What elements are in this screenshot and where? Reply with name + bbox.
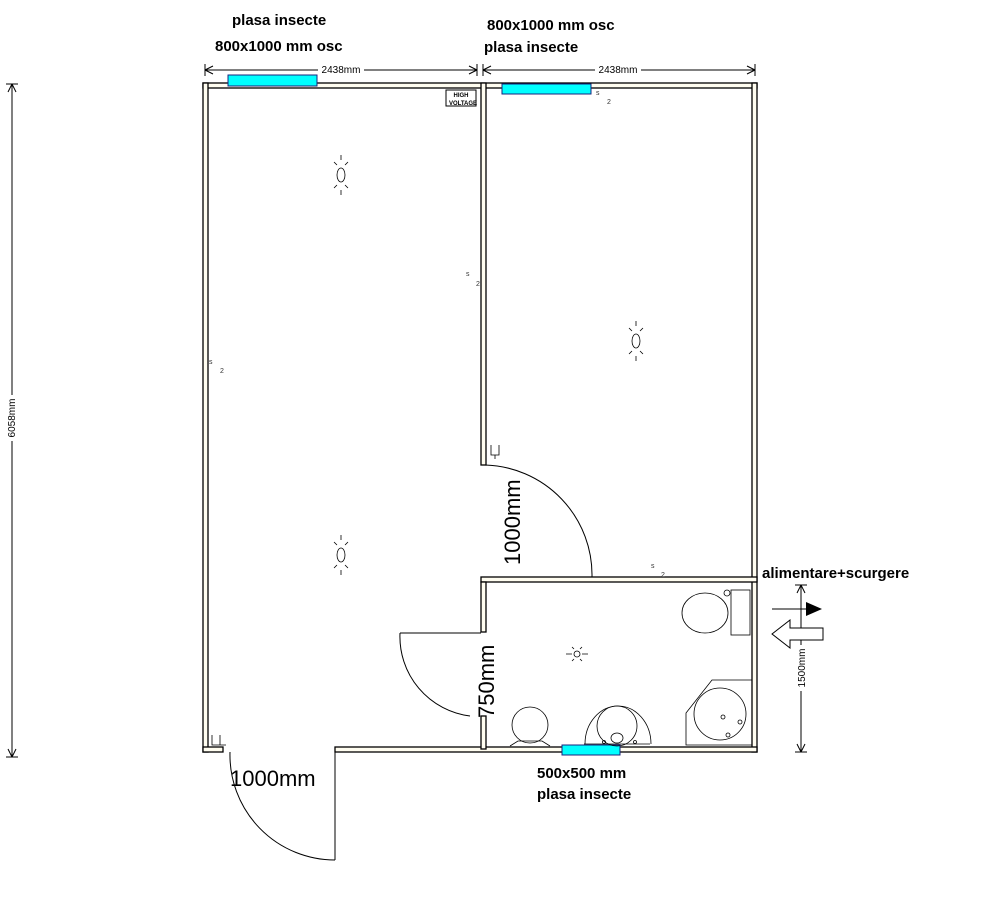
- dimension-top-left: 2438mm: [204, 63, 478, 76]
- svg-text:s: s: [466, 271, 470, 278]
- dimension-top-right: 2438mm: [482, 63, 756, 76]
- light-icon: [628, 321, 644, 361]
- svg-text:s: s: [651, 563, 655, 570]
- svg-text:2438mm: 2438mm: [599, 65, 638, 76]
- window-top-right-label-2: plasa insecte: [484, 39, 578, 56]
- bathroom-door: 750mm: [399, 632, 499, 718]
- svg-text:2: 2: [661, 572, 665, 579]
- light-icon: [333, 535, 349, 575]
- socket-mark: s2: [209, 359, 224, 375]
- window-bathroom-label-2: plasa insecte: [537, 786, 631, 803]
- svg-text:s: s: [596, 90, 600, 97]
- svg-text:s: s: [209, 359, 213, 366]
- window-bathroom: [561, 744, 621, 756]
- dimension-total-length: 6058mm: [5, 83, 19, 758]
- socket-mark: s2: [596, 90, 611, 106]
- svg-text:750mm: 750mm: [474, 645, 499, 718]
- svg-text:1500mm: 1500mm: [797, 649, 808, 688]
- washbasin: [509, 706, 551, 747]
- bidet-sink: [584, 705, 652, 747]
- window-top-left: [227, 74, 318, 87]
- window-top-right: [501, 83, 592, 95]
- supply-arrow-icon: [772, 602, 822, 616]
- window-bathroom-label-1: 500x500 mm: [537, 765, 626, 782]
- svg-text:VOLTAGE: VOLTAGE: [449, 101, 477, 107]
- socket-mark: s2: [466, 271, 480, 288]
- switch-icon: [211, 735, 226, 746]
- svg-text:2: 2: [607, 99, 611, 106]
- window-top-right-label-1: 800x1000 mm osc: [487, 17, 615, 34]
- socket-mark: s2: [651, 563, 665, 579]
- drain-arrow-icon: [771, 618, 824, 650]
- svg-text:2438mm: 2438mm: [322, 65, 361, 76]
- utilities-label: alimentare+scurgere: [762, 565, 909, 582]
- corner-shower: [685, 679, 753, 746]
- light-icon: [333, 155, 349, 195]
- svg-text:1000mm: 1000mm: [500, 479, 525, 565]
- dimension-bathroom-depth: 1500mm: [794, 584, 808, 753]
- window-top-left-label-1: plasa insecte: [232, 12, 326, 29]
- interior-door: 1000mm: [484, 464, 593, 578]
- high-voltage-sign: HIGH VOLTAGE: [445, 89, 477, 107]
- svg-text:6058mm: 6058mm: [7, 399, 18, 438]
- svg-text:HIGH: HIGH: [454, 93, 469, 99]
- svg-text:2: 2: [476, 281, 480, 288]
- svg-text:2: 2: [220, 368, 224, 375]
- light-icon: [566, 646, 588, 662]
- svg-text:1000mm: 1000mm: [230, 766, 316, 791]
- window-top-left-label-2: 800x1000 mm osc: [215, 38, 343, 55]
- entrance-door: 1000mm: [229, 750, 336, 861]
- switch-icon: [490, 445, 500, 459]
- walls: [202, 82, 758, 753]
- toilet: [681, 589, 751, 636]
